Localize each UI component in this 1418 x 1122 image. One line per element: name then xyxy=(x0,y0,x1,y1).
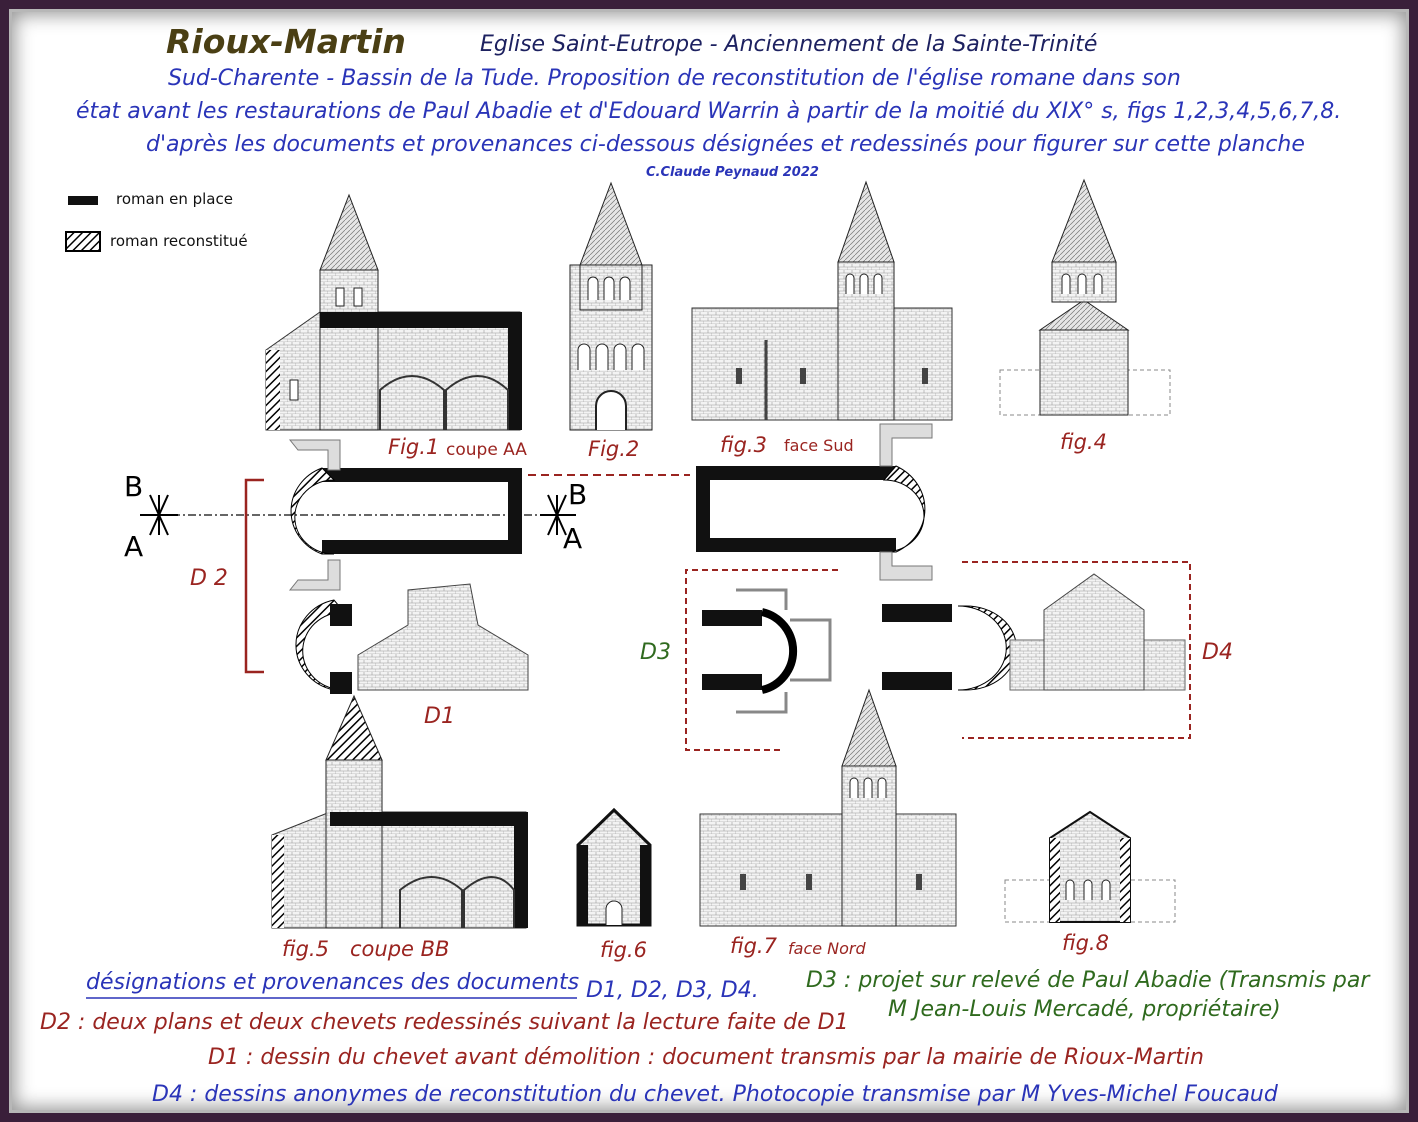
d3-description-b: M Jean-Louis Mercadé, propriétaire) xyxy=(888,997,1281,1022)
d2-label: D 2 xyxy=(190,566,228,591)
fig3-note: face Sud xyxy=(784,436,854,455)
legend-in-place-label: roman en place xyxy=(116,190,233,208)
d3-label: D3 xyxy=(640,640,671,665)
fig2-facade xyxy=(569,181,653,431)
fig5-label: fig.5 xyxy=(282,937,329,961)
fig4-chevet xyxy=(999,178,1171,416)
page-title: Rioux-Martin xyxy=(166,22,406,61)
fig8-label: fig.8 xyxy=(1062,931,1109,955)
plan-left xyxy=(140,439,690,674)
d2-description: D2 : deux plans et deux chevets redessin… xyxy=(40,1010,849,1035)
fig3-label: fig.3 xyxy=(720,433,767,457)
fig2-label: Fig.2 xyxy=(588,437,640,461)
d4-description: D4 : dessins anonymes de reconstitution … xyxy=(152,1082,1278,1107)
fig3-south-face xyxy=(691,180,953,421)
section-b-right: B xyxy=(568,478,588,511)
legend-in-place-mark xyxy=(68,196,98,205)
fig5-note: coupe BB xyxy=(350,937,450,961)
fig7-north-face xyxy=(699,688,957,927)
d1-label: D1 xyxy=(424,704,455,729)
section-a-left: A xyxy=(124,530,144,563)
header-line-1: Sud-Charente - Bassin de la Tude. Propos… xyxy=(168,66,1181,91)
d1-drawing xyxy=(295,583,529,694)
header-line-2: état avant les restaurations de Paul Aba… xyxy=(76,99,1342,124)
fig4-label: fig.4 xyxy=(1060,430,1107,454)
page-subtitle: Eglise Saint-Eutrope - Anciennement de l… xyxy=(480,32,1098,57)
d1-description: D1 : dessin du chevet avant démolition :… xyxy=(208,1045,1204,1070)
fig8-chevet xyxy=(1004,810,1176,923)
d3-box xyxy=(685,569,838,751)
fig6-section xyxy=(576,807,652,927)
fig1-note: coupe AA xyxy=(446,440,527,460)
fig6-label: fig.6 xyxy=(600,938,647,962)
plan-right xyxy=(696,423,933,581)
fig1-elevation xyxy=(265,193,522,431)
fig5-section xyxy=(271,694,528,929)
legend-reconstructed-mark xyxy=(65,231,101,252)
header-line-3: d'après les documents et provenances ci-… xyxy=(146,132,1305,157)
fig1-label: Fig.1 xyxy=(388,435,440,459)
designations-heading: désignations et provenances des document… xyxy=(86,970,580,995)
designations-doc-list: D1, D2, D3, D4. xyxy=(586,978,759,1003)
fig7-note: face Nord xyxy=(788,939,866,958)
section-a-right: A xyxy=(563,522,583,555)
fig7-label: fig.7 xyxy=(730,934,777,958)
legend-reconstructed-label: roman reconstitué xyxy=(110,232,248,250)
credit: C.Claude Peynaud 2022 xyxy=(646,165,819,180)
section-b-left: B xyxy=(124,470,144,503)
d4-label: D4 xyxy=(1202,640,1233,665)
d3-description-a: D3 : projet sur relevé de Paul Abadie (T… xyxy=(806,968,1370,993)
d4-box xyxy=(882,561,1191,739)
